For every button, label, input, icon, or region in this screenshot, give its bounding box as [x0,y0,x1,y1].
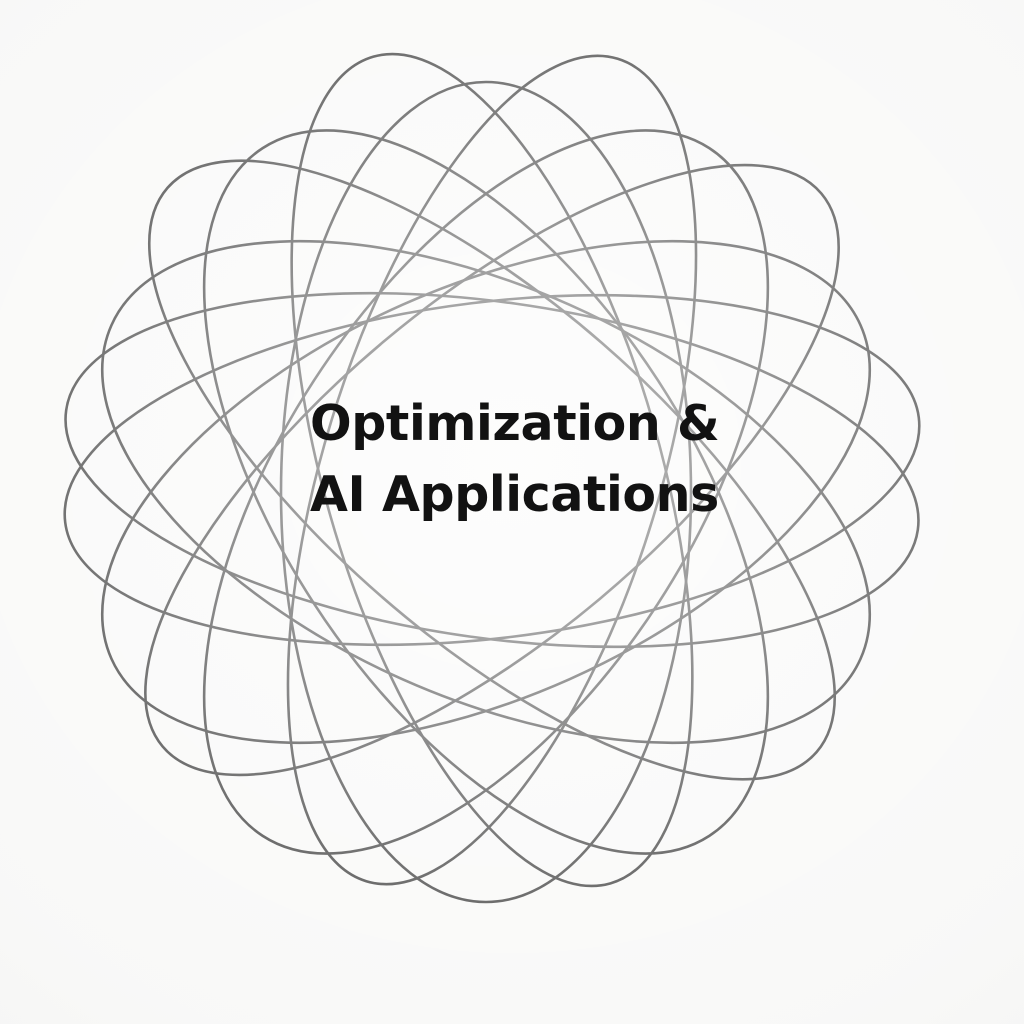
title-line-1: Optimization & [310,395,720,452]
title-line-2: AI Applications [310,466,719,523]
poster-title-block: Optimization & AI Applications [310,388,730,530]
